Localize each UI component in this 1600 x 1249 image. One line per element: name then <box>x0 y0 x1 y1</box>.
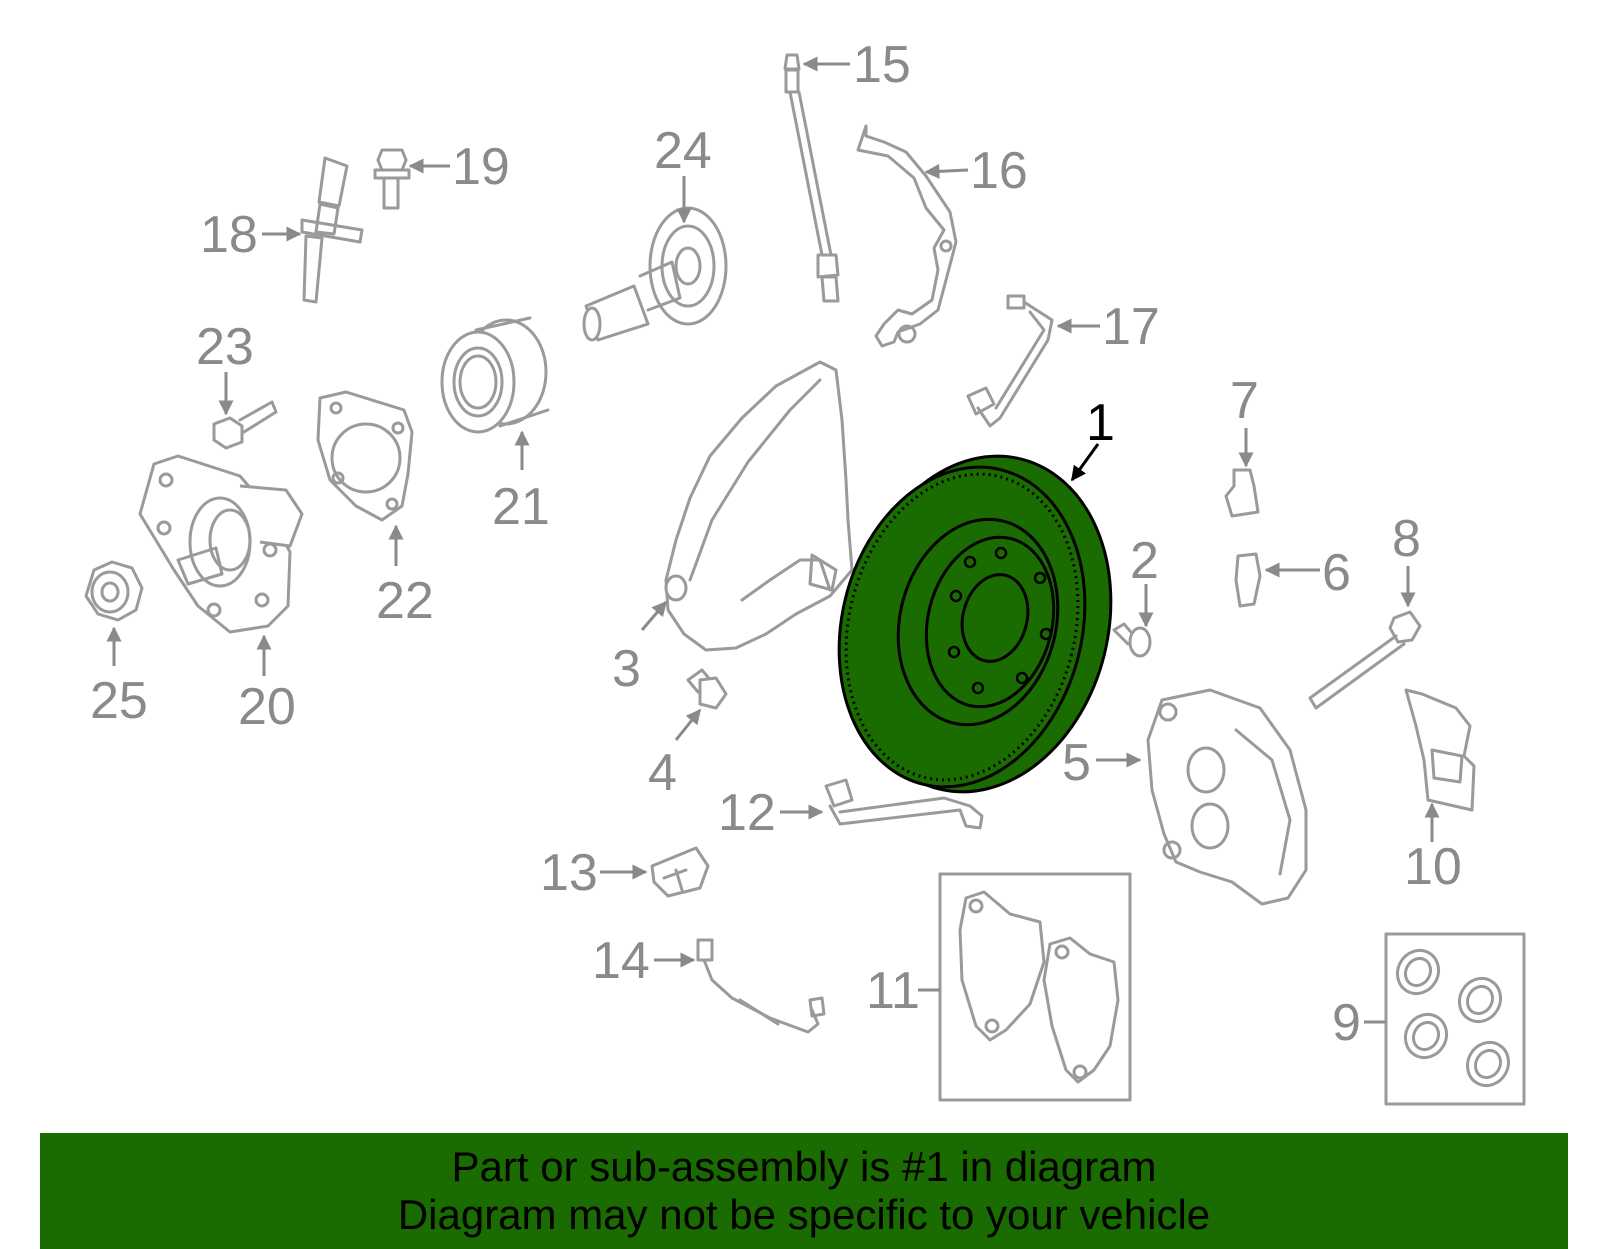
caliper-part-5 <box>1146 688 1308 906</box>
rotor-center-bore <box>960 573 1030 663</box>
callout-25: 25 <box>90 626 148 730</box>
bracket-part-16 <box>856 124 958 348</box>
svg-text:6: 6 <box>1322 544 1351 602</box>
callout-5: 5 <box>1062 734 1142 792</box>
lug-hole <box>971 681 985 695</box>
sensor-part-12 <box>824 778 984 830</box>
callout-6: 6 <box>1264 544 1351 602</box>
splash-shield-part-3 <box>664 360 854 652</box>
lug-hole <box>1039 627 1053 641</box>
bolt-part-4 <box>686 668 728 710</box>
svg-text:10: 10 <box>1404 838 1462 896</box>
rotor-vents <box>844 472 1080 782</box>
svg-text:23: 23 <box>196 318 254 376</box>
clip-part-10 <box>1404 688 1476 812</box>
svg-text:21: 21 <box>492 478 550 536</box>
svg-text:15: 15 <box>853 36 911 94</box>
lug-hole <box>949 589 963 603</box>
bolt-part-23 <box>212 400 278 450</box>
wheel-bearing-part-21 <box>440 316 550 434</box>
svg-text:12: 12 <box>718 784 776 842</box>
banner-line-1: Part or sub-assembly is #1 in diagram <box>451 1143 1157 1190</box>
banner-line-2: Diagram may not be specific to your vehi… <box>397 1191 1211 1238</box>
info-banner: Part or sub-assembly is #1 in diagram Di… <box>40 1133 1568 1249</box>
gasket-part-22 <box>316 390 414 522</box>
callout-14: 14 <box>592 932 696 990</box>
callout-12: 12 <box>718 784 824 842</box>
hub-shaft-part-24 <box>582 206 728 342</box>
speed-sensor-part-18 <box>300 156 364 304</box>
flange-part-20 <box>138 454 304 634</box>
lug-hole <box>963 555 977 569</box>
wear-sensor-part-17 <box>966 294 1054 428</box>
callout-20: 20 <box>238 634 296 736</box>
brake-pads-part-11 <box>938 872 1132 1102</box>
brake-hose-part-15 <box>783 53 840 303</box>
callout-16: 16 <box>924 142 1028 200</box>
bolt-part-8 <box>1308 610 1422 710</box>
callout-1: 1 <box>1070 394 1115 482</box>
lug-hole <box>994 546 1008 560</box>
callout-10: 10 <box>1404 802 1462 896</box>
wear-sensor-part-14 <box>696 938 826 1034</box>
svg-text:22: 22 <box>376 572 434 630</box>
svg-text:1: 1 <box>1086 394 1115 452</box>
svg-text:16: 16 <box>970 142 1028 200</box>
svg-text:17: 17 <box>1102 298 1160 356</box>
svg-text:9: 9 <box>1332 994 1361 1052</box>
bolt-part-2 <box>1112 622 1152 658</box>
svg-text:19: 19 <box>452 138 510 196</box>
callout-22: 22 <box>376 524 434 630</box>
lug-hole <box>1015 671 1029 685</box>
svg-text:20: 20 <box>238 678 296 736</box>
lug-hole <box>1033 571 1047 585</box>
bolt-part-19 <box>373 148 411 210</box>
brake-rotor-part-1 <box>837 454 1113 794</box>
cap-part-7 <box>1224 468 1260 518</box>
lug-hole <box>947 645 961 659</box>
svg-text:11: 11 <box>866 962 920 1020</box>
svg-text:24: 24 <box>654 122 712 180</box>
svg-text:3: 3 <box>612 640 641 698</box>
callout-15: 15 <box>802 36 911 94</box>
callout-21: 21 <box>492 430 550 536</box>
callout-11: 11 <box>866 962 940 1020</box>
clip-part-13 <box>650 846 710 898</box>
callout-18: 18 <box>200 206 302 264</box>
callout-9: 9 <box>1332 994 1386 1052</box>
callout-13: 13 <box>540 844 648 902</box>
svg-text:4: 4 <box>648 744 677 802</box>
svg-text:25: 25 <box>90 672 148 730</box>
callout-8: 8 <box>1392 510 1421 608</box>
callout-23: 23 <box>196 318 254 416</box>
svg-text:18: 18 <box>200 206 258 264</box>
callout-2: 2 <box>1130 532 1159 628</box>
svg-text:8: 8 <box>1392 510 1421 568</box>
nut-part-25 <box>84 560 144 622</box>
svg-text:13: 13 <box>540 844 598 902</box>
callout-17: 17 <box>1056 298 1160 356</box>
svg-text:5: 5 <box>1062 734 1091 792</box>
callout-19: 19 <box>408 138 510 196</box>
svg-text:2: 2 <box>1130 532 1159 590</box>
svg-text:7: 7 <box>1230 372 1259 430</box>
seal-kit-part-9 <box>1384 932 1526 1106</box>
callout-7: 7 <box>1230 372 1259 468</box>
svg-text:14: 14 <box>592 932 650 990</box>
callout-4: 4 <box>648 708 702 802</box>
bleeder-part-6 <box>1234 552 1262 608</box>
callout-24: 24 <box>654 122 712 224</box>
callout-3: 3 <box>612 600 668 698</box>
